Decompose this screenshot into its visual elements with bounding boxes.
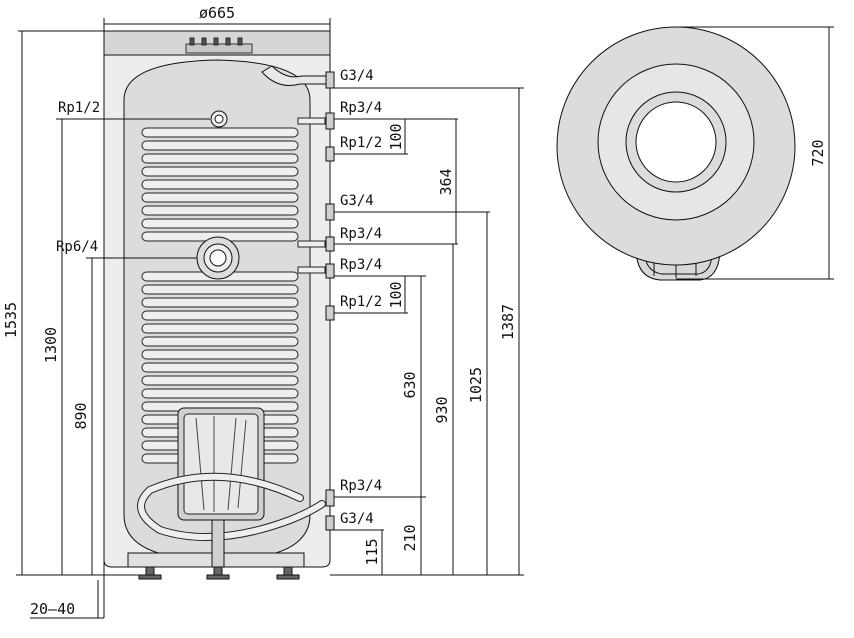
dim-630: 630 — [401, 371, 419, 398]
dim-20-40: 20–40 — [30, 600, 75, 618]
top-view-diameter-dim — [676, 26, 834, 280]
sensor-socket-rp12 — [210, 110, 228, 128]
dim-o665: ø665 — [199, 4, 235, 22]
dim-1535: 1535 — [2, 302, 20, 338]
right-nozzles — [325, 71, 335, 531]
upper-coil — [141, 127, 299, 242]
top-view-center-opening — [635, 101, 717, 183]
dim-1300: 1300 — [42, 327, 60, 363]
port-label-rp34-3: Rp3/4 — [340, 257, 382, 273]
base-legs — [127, 519, 305, 580]
left-dimensions — [16, 30, 210, 619]
upper-coil-outlet-pipe — [297, 240, 326, 248]
dim-364: 364 — [437, 168, 455, 195]
port-label-rp34-1: Rp3/4 — [340, 100, 382, 116]
port-label-g34-1: G3/4 — [340, 68, 374, 84]
front-view: 1535 1300 890 Rp1/2 Rp6/4 20–40 ø665 — [2, 4, 524, 619]
dim-115: 115 — [363, 538, 381, 565]
port-label-rp12-right-1: Rp1/2 — [340, 135, 382, 151]
port-label-rp34-4: Rp3/4 — [340, 478, 382, 494]
top-fittings — [185, 37, 253, 54]
right-dimensions — [330, 87, 524, 576]
port-label-g34-2: G3/4 — [340, 193, 374, 209]
dim-210: 210 — [401, 524, 419, 551]
flange-rp64 — [196, 236, 240, 280]
port-label-rp64: Rp6/4 — [56, 239, 98, 255]
top-view: 720 — [556, 26, 834, 281]
dim-720: 720 — [809, 139, 827, 166]
port-label-rp34-2: Rp3/4 — [340, 226, 382, 242]
port-label-rp12-right-2: Rp1/2 — [340, 294, 382, 310]
port-label-rp12-left: Rp1/2 — [58, 100, 100, 116]
dim-890: 890 — [72, 402, 90, 429]
dim-100-upper: 100 — [387, 123, 405, 150]
upper-coil-inlet-pipe — [297, 117, 326, 125]
lower-coil-inlet-pipe — [297, 266, 326, 274]
inspection-flange — [177, 407, 265, 521]
top-width-dim — [103, 18, 331, 31]
port-label-g34-3: G3/4 — [340, 511, 374, 527]
dim-1387: 1387 — [499, 304, 517, 340]
dim-1025: 1025 — [467, 367, 485, 403]
dim-100-lower: 100 — [387, 281, 405, 308]
dim-930: 930 — [433, 396, 451, 423]
